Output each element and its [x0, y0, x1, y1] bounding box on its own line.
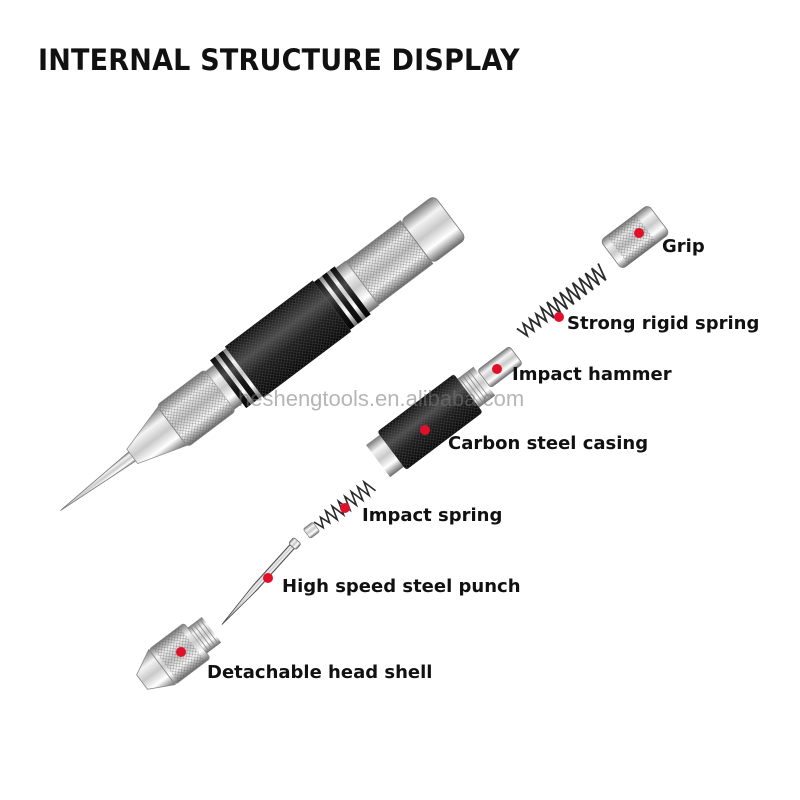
page-title: INTERNAL STRUCTURE DISPLAY: [38, 44, 520, 78]
marker-strong-rigid-spring: [554, 312, 564, 322]
part-high-speed-steel-punch: [221, 537, 301, 625]
punch-tip: [60, 447, 141, 511]
marker-high-speed-steel-punch: [263, 573, 273, 583]
label-grip: Grip: [662, 236, 705, 257]
part-detachable-head-shell: [136, 616, 222, 690]
label-high-speed-steel-punch: High speed steel punch: [282, 576, 521, 597]
marker-carbon-steel-casing: [420, 425, 430, 435]
part-strong-rigid-spring: [516, 263, 607, 338]
label-carbon-steel-casing: Carbon steel casing: [448, 433, 649, 454]
part-markers: [176, 228, 644, 657]
part-carbon-steel-casing: [366, 366, 496, 478]
label-impact-spring: Impact spring: [362, 505, 503, 526]
marker-detachable-head-shell: [176, 647, 186, 657]
marker-impact-hammer: [492, 364, 502, 374]
marker-grip: [634, 228, 644, 238]
marker-impact-spring: [340, 503, 350, 513]
end-cap: [402, 197, 465, 262]
head-cone: [126, 406, 188, 465]
label-impact-hammer: Impact hammer: [512, 364, 672, 385]
part-grip: [601, 206, 669, 268]
assembled-center-punch: [60, 197, 465, 511]
label-detachable-head-shell: Detachable head shell: [207, 662, 433, 683]
label-strong-rigid-spring: Strong rigid spring: [567, 313, 760, 334]
watermark: heshengtools.en.alibaba.com: [238, 386, 525, 411]
